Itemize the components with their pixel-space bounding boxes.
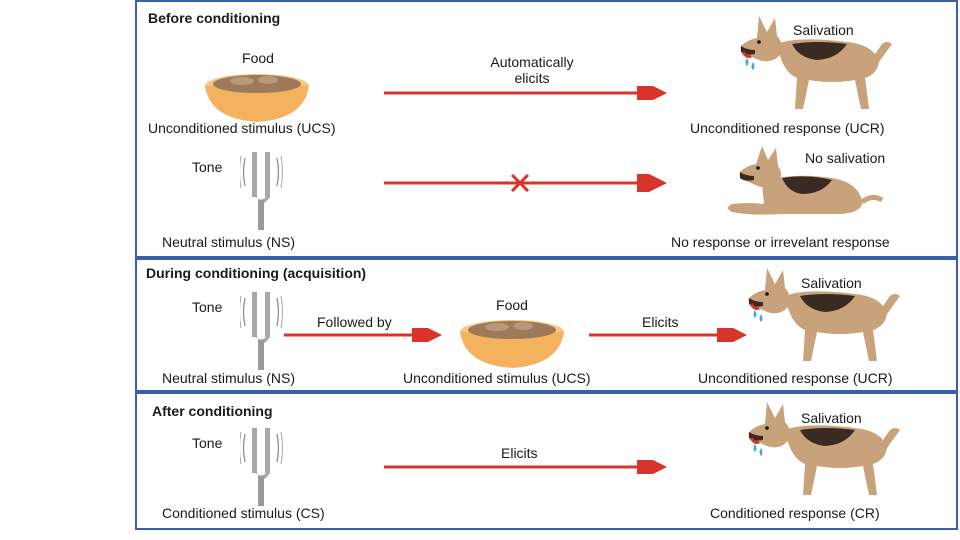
ns-label: Neutral stimulus (NS) [162, 234, 296, 250]
ucr-label: Unconditioned response (UCR) [698, 370, 893, 386]
elicits-label: Elicits [501, 445, 538, 461]
panel-after-conditioning: After conditioning Tone Conditioned stim… [135, 392, 958, 530]
cs-label: Conditioned stimulus (CS) [162, 505, 325, 521]
tone-label: Tone [192, 299, 223, 315]
ns-label: Neutral stimulus (NS) [162, 370, 296, 386]
salivation-label: Salivation [801, 275, 862, 291]
cr-label: Conditioned response (CR) [710, 505, 880, 521]
panel-title: During conditioning (acquisition) [146, 265, 367, 281]
arrow-elicits [384, 460, 667, 474]
elicits-label: Elicits [642, 314, 679, 330]
cross-icon [510, 174, 530, 192]
food-label: Food [242, 50, 274, 66]
tone-label: Tone [192, 159, 223, 175]
food-bowl-icon [205, 74, 309, 122]
drool-icon [753, 310, 763, 322]
salivation-label: Salivation [801, 410, 862, 426]
no-salivation-label: No salivation [805, 150, 886, 166]
panel-during-conditioning: During conditioning (acquisition) Tone N… [135, 258, 958, 392]
ucs-label: Unconditioned stimulus (UCS) [148, 120, 336, 136]
tuning-fork-icon [240, 292, 284, 370]
arrow-followed-by [284, 328, 442, 342]
dog-lying-icon [722, 142, 892, 224]
arrow-label-line1: Automatically [490, 54, 574, 70]
food-bowl-icon [460, 320, 564, 368]
panel-title: Before conditioning [148, 10, 281, 26]
dog-icon [739, 14, 894, 111]
dog-icon [747, 400, 902, 497]
arrow-no-response [384, 174, 667, 192]
dog-icon [747, 266, 902, 363]
arrow-elicits [384, 86, 667, 100]
food-label: Food [496, 297, 528, 313]
tuning-fork-icon [240, 152, 284, 230]
panel-title: After conditioning [152, 403, 273, 419]
ucs-label: Unconditioned stimulus (UCS) [403, 370, 591, 386]
tone-label: Tone [192, 435, 223, 451]
panel-before-conditioning: Before conditioning Food Unconditioned s… [135, 0, 958, 258]
arrow-label-line2: elicits [514, 70, 550, 86]
drool-icon [745, 58, 755, 70]
tuning-fork-icon [240, 428, 284, 506]
ucr-label: Unconditioned response (UCR) [690, 120, 885, 136]
salivation-label: Salivation [793, 22, 854, 38]
drool-icon [753, 444, 763, 456]
no-response-label: No response or irrevelant response [671, 234, 890, 250]
arrow-elicits [589, 328, 747, 342]
followed-by-label: Followed by [317, 314, 392, 330]
